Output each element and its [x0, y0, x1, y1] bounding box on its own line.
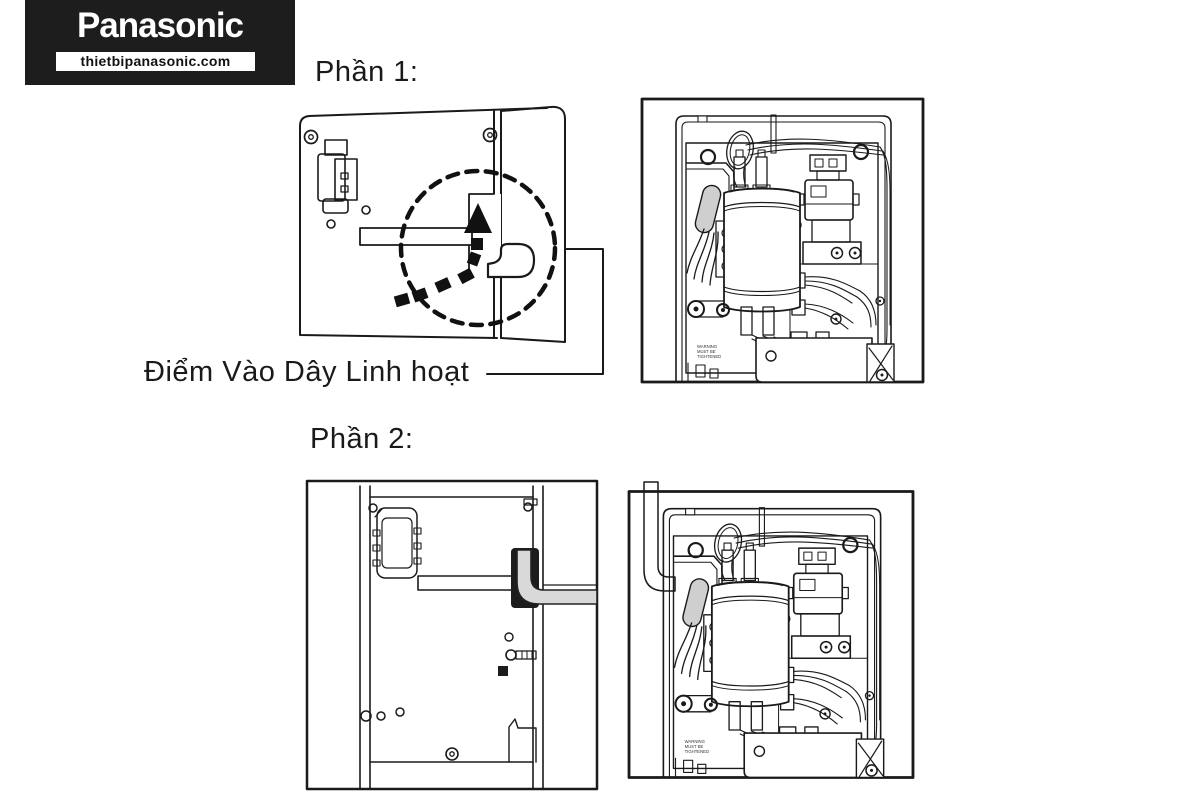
screw-horizontal [505, 649, 537, 661]
entry-slot [468, 193, 495, 279]
frame-border [305, 479, 599, 791]
site-watermark: thietbipanasonic.com [56, 52, 255, 71]
routed-cable [516, 549, 598, 605]
entry-knockout [498, 666, 508, 676]
panasonic-logo: Panasonic thietbipanasonic.com [25, 0, 295, 85]
part2-heading: Phần 2: [310, 423, 414, 455]
cable-hook [486, 242, 536, 279]
part2-internals-diagram [627, 481, 915, 780]
bottom-cutout [508, 718, 537, 763]
part2-panel-routing-diagram [305, 479, 599, 791]
panel-rails [359, 485, 544, 790]
power-conduit [643, 481, 676, 592]
part1-heading: Phần 1: [315, 56, 419, 88]
highlight-circle [398, 168, 558, 328]
brand-wordmark: Panasonic [76, 6, 244, 45]
part1-panel-entry-diagram [299, 105, 604, 375]
flat-cable [359, 227, 473, 246]
part1-internals-diagram [640, 97, 925, 384]
flexible-entry-label: Điểm Vào Dây Linh hoạt [144, 356, 470, 388]
leader-line [486, 248, 604, 375]
routing-arrow [393, 203, 492, 308]
mounting-clip [372, 507, 422, 579]
flat-cable [417, 575, 514, 591]
mounting-clip [317, 139, 358, 214]
